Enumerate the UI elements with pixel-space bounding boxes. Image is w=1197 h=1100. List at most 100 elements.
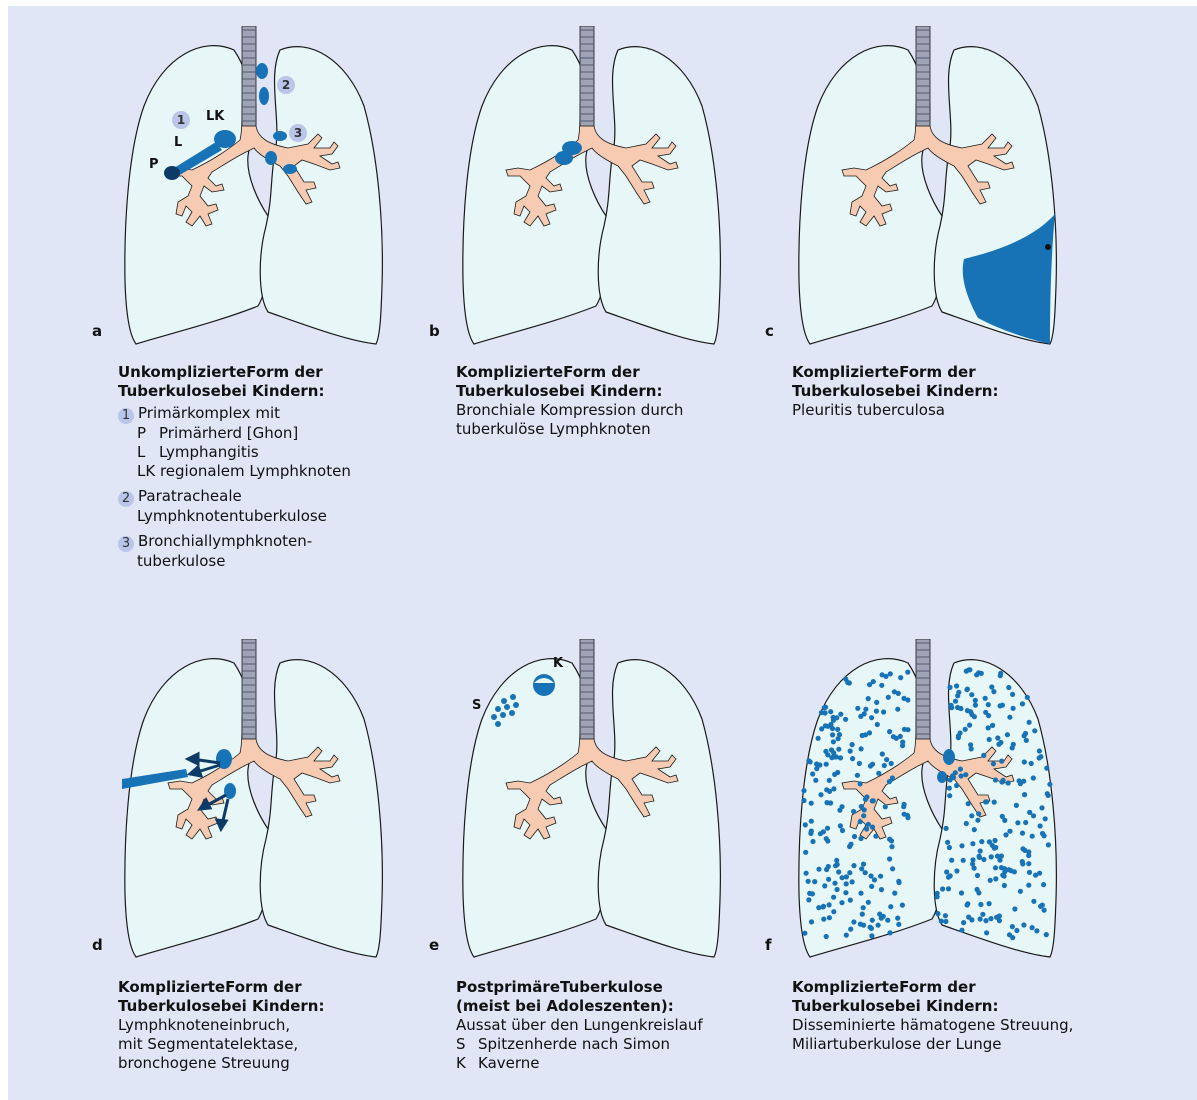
right-lung bbox=[260, 47, 382, 344]
miliary-dot bbox=[939, 919, 944, 924]
miliary-dot bbox=[826, 877, 831, 882]
miliary-dot bbox=[830, 732, 835, 737]
bronchial-node bbox=[283, 164, 297, 174]
miliary-dot bbox=[935, 911, 940, 916]
lung-diagram-b bbox=[446, 26, 726, 356]
miliary-dot bbox=[969, 692, 974, 697]
right-lung bbox=[598, 47, 720, 344]
miliary-dot bbox=[848, 898, 853, 903]
item-text: Primärkomplex mit bbox=[138, 404, 280, 422]
miliary-dot bbox=[975, 818, 980, 823]
sub-value: Kaverne bbox=[478, 1054, 540, 1072]
miliary-dot bbox=[963, 772, 968, 777]
miliary-dot bbox=[879, 887, 884, 892]
miliary-dot bbox=[859, 866, 864, 871]
miliary-dot bbox=[868, 873, 873, 878]
miliary-dot bbox=[949, 703, 954, 708]
miliary-dot bbox=[827, 778, 832, 783]
miliary-dot bbox=[878, 874, 883, 879]
miliary-dot bbox=[855, 773, 860, 778]
miliary-dot bbox=[956, 735, 961, 740]
miliary-dot bbox=[963, 727, 968, 732]
miliary-dot bbox=[822, 883, 827, 888]
right-lung bbox=[598, 660, 720, 957]
miliary-dot bbox=[984, 930, 989, 935]
miliary-dot bbox=[1000, 814, 1005, 819]
miliary-dot bbox=[889, 838, 894, 843]
miliary-dot bbox=[859, 804, 864, 809]
miliary-dot bbox=[869, 926, 874, 931]
miliary-dot bbox=[992, 846, 997, 851]
miliary-dot bbox=[1037, 755, 1042, 760]
miliary-dot bbox=[840, 875, 845, 880]
miliary-dot bbox=[824, 934, 829, 939]
caption-body-line: mit Segmentatelektase, bbox=[118, 1035, 448, 1054]
miliary-dot bbox=[835, 770, 840, 775]
miliary-dot bbox=[866, 900, 871, 905]
miliary-dot bbox=[860, 912, 865, 917]
miliary-dot bbox=[851, 863, 856, 868]
miliary-dot bbox=[1038, 823, 1043, 828]
miliary-dot bbox=[843, 677, 848, 682]
miliary-dot bbox=[959, 843, 964, 848]
miliary-dot bbox=[978, 916, 983, 921]
miliary-dot bbox=[1022, 792, 1027, 797]
miliary-dot bbox=[1034, 928, 1039, 933]
miliary-dot bbox=[825, 752, 830, 757]
miliary-dot bbox=[1005, 732, 1010, 737]
panel-letter-a: a bbox=[92, 322, 102, 340]
miliary-dot bbox=[1002, 883, 1007, 888]
sub-key: P bbox=[137, 424, 159, 443]
panel-letter-b: b bbox=[429, 322, 440, 340]
miliary-dot bbox=[835, 887, 840, 892]
miliary-dot bbox=[809, 919, 814, 924]
miliary-dot bbox=[813, 778, 818, 783]
miliary-dot bbox=[863, 797, 868, 802]
miliary-dot bbox=[902, 812, 907, 817]
miliary-dot bbox=[972, 714, 977, 719]
caption-title-line: KomplizierteForm der bbox=[792, 363, 1122, 382]
miliary-dot bbox=[965, 902, 970, 907]
caption-subitem: PPrimärherd [Ghon] bbox=[118, 424, 448, 443]
miliary-dot bbox=[810, 839, 815, 844]
miliary-dot bbox=[859, 746, 864, 751]
miliary-dot bbox=[1044, 932, 1049, 937]
caption-title-line: KomplizierteForm der bbox=[118, 978, 448, 997]
paratracheal-node bbox=[259, 87, 269, 105]
miliary-dot bbox=[1000, 703, 1005, 708]
miliary-dot bbox=[969, 917, 974, 922]
miliary-dot bbox=[1047, 782, 1052, 787]
miliary-dot bbox=[999, 853, 1004, 858]
miliary-dot bbox=[993, 865, 998, 870]
miliary-dot bbox=[998, 740, 1003, 745]
miliary-dot bbox=[959, 890, 964, 895]
miliary-dot bbox=[974, 672, 979, 677]
miliary-dot bbox=[889, 844, 894, 849]
caption-a: UnkomplizierteForm der Tuberkulosebei Ki… bbox=[118, 363, 448, 571]
miliary-dot bbox=[905, 727, 910, 732]
miliary-dot bbox=[947, 685, 952, 690]
miliary-dot bbox=[839, 900, 844, 905]
miliary-dot bbox=[895, 916, 900, 921]
miliary-dot bbox=[860, 733, 865, 738]
lung-diagram-f bbox=[782, 639, 1062, 969]
caption-body-line: Miliartuberkulose der Lunge bbox=[792, 1035, 1122, 1054]
miliary-dot bbox=[881, 914, 886, 919]
miliary-dot bbox=[870, 798, 875, 803]
miliary-dot bbox=[1002, 874, 1007, 879]
miliary-dot bbox=[1031, 775, 1036, 780]
miliary-dot bbox=[1026, 883, 1031, 888]
miliary-dot bbox=[1009, 868, 1014, 873]
miliary-dot bbox=[1037, 748, 1042, 753]
miliary-dot bbox=[978, 902, 983, 907]
miliary-dot bbox=[973, 703, 978, 708]
caption-item-2: 2Paratracheale bbox=[118, 487, 448, 507]
miliary-dot bbox=[1027, 870, 1032, 875]
miliary-dot bbox=[949, 858, 954, 863]
panel-letter-f: f bbox=[765, 936, 772, 954]
miliary-dot bbox=[824, 836, 829, 841]
miliary-dot bbox=[1018, 781, 1023, 786]
sub-key: L bbox=[137, 443, 159, 462]
pleural-marker bbox=[1045, 244, 1051, 250]
